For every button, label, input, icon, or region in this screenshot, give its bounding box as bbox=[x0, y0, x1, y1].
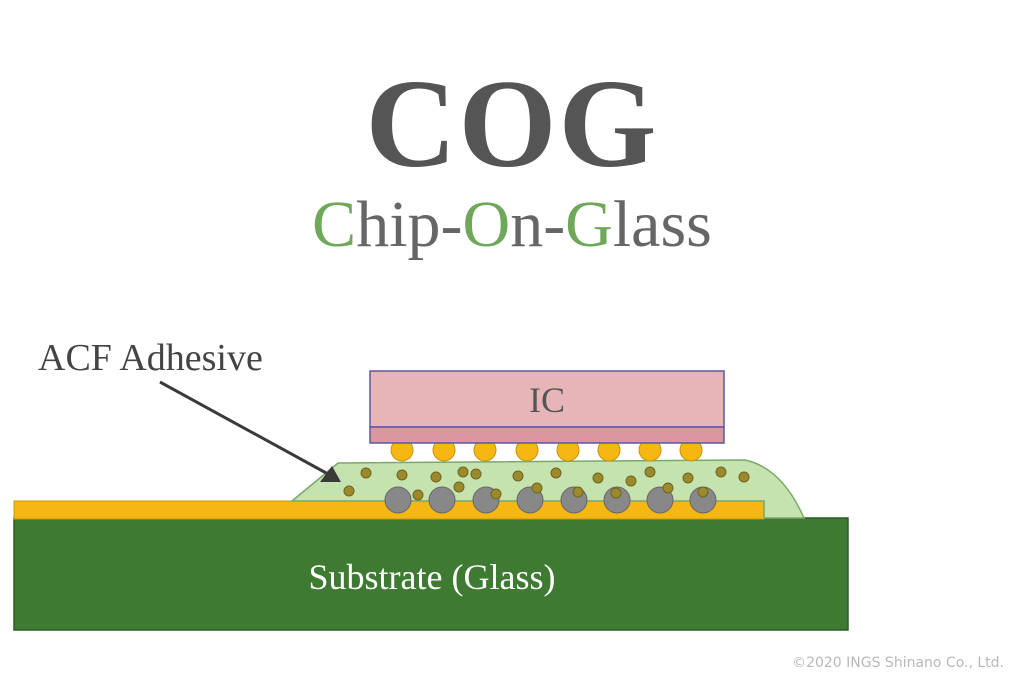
conductive-particle bbox=[343, 485, 355, 497]
conductive-particle bbox=[531, 482, 543, 494]
substrate-pad bbox=[603, 486, 631, 514]
conductive-particle bbox=[430, 471, 442, 483]
acf-adhesive bbox=[289, 459, 806, 519]
conductive-particle bbox=[738, 471, 750, 483]
conductive-particle bbox=[457, 466, 469, 478]
subtitle-part: hip- bbox=[356, 188, 463, 261]
conductive-particle bbox=[550, 467, 562, 479]
ic-electrode-layer bbox=[369, 426, 725, 444]
conductive-particle bbox=[453, 481, 465, 493]
conductive-particle bbox=[644, 466, 656, 478]
particles-group bbox=[343, 466, 750, 501]
conductive-particle bbox=[572, 486, 584, 498]
conductive-particle bbox=[490, 488, 502, 500]
subtitle-part: lass bbox=[612, 188, 712, 261]
conductive-particle bbox=[610, 487, 622, 499]
substrate-glass bbox=[13, 517, 849, 631]
conductive-particle bbox=[715, 466, 727, 478]
subtitle-part: G bbox=[565, 188, 613, 261]
ic-label: IC bbox=[529, 380, 565, 420]
acf-label: ACF Adhesive bbox=[38, 337, 263, 379]
conductive-particle bbox=[470, 468, 482, 480]
conductive-particle bbox=[592, 472, 604, 484]
conductive-particle bbox=[412, 489, 424, 501]
conductive-particle bbox=[697, 486, 709, 498]
conductive-particle bbox=[512, 470, 524, 482]
conductive-particle bbox=[662, 482, 674, 494]
conductive-particle bbox=[625, 475, 637, 487]
conductive-particle bbox=[682, 472, 694, 484]
pads-group bbox=[384, 486, 717, 514]
subtitle-part: n- bbox=[510, 188, 566, 261]
substrate-pad bbox=[428, 486, 456, 514]
conductive-particle bbox=[360, 467, 372, 479]
title-cog: COG bbox=[365, 55, 659, 194]
substrate-pad bbox=[646, 486, 674, 514]
subtitle-chip-on-glass: Chip-On-Glass bbox=[0, 192, 1024, 258]
copyright-text: ©2020 INGS Shinano Co., Ltd. bbox=[792, 655, 1004, 671]
acf-pointer-arrow bbox=[159, 380, 329, 476]
substrate-pad bbox=[516, 486, 544, 514]
substrate-pad bbox=[384, 486, 412, 514]
substrate-label: Substrate (Glass) bbox=[309, 557, 556, 597]
subtitle-part: O bbox=[462, 188, 511, 261]
acf-arrowhead bbox=[320, 466, 341, 482]
subtitle-part: C bbox=[312, 188, 357, 261]
conductive-particle bbox=[396, 469, 408, 481]
